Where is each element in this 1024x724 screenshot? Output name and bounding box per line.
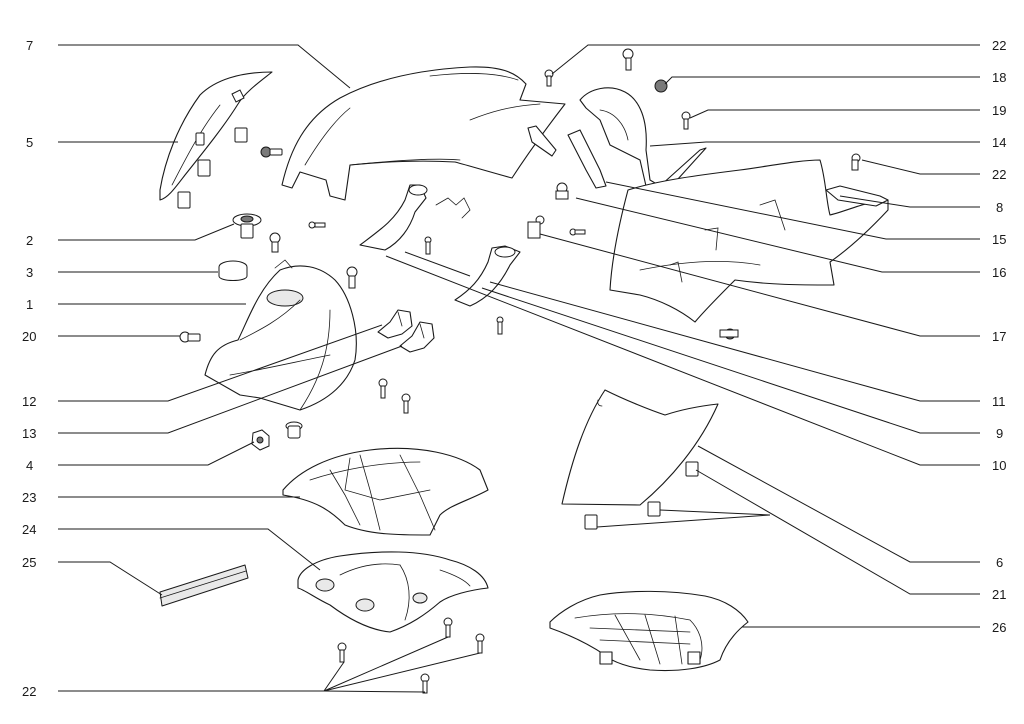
part-13-bracket: [399, 321, 435, 353]
clamp-upper: [359, 184, 428, 251]
callout-19: 19: [992, 103, 1006, 118]
bushing-near-part-4: [285, 421, 303, 439]
callout-9: 9: [996, 426, 1003, 441]
hardware-right-top: [527, 48, 861, 340]
callout-4: 4: [26, 458, 33, 473]
callout-11: 11: [992, 394, 1006, 409]
callout-26: 26: [992, 620, 1006, 635]
part-5-side-trim: [159, 71, 273, 201]
small-screws-cluster: [269, 221, 504, 335]
part-14-bracket: [567, 87, 707, 191]
part-25-seal-strip: [159, 564, 249, 607]
callout-6: 6: [996, 555, 1003, 570]
callouts-right: 22 18 19 14 22 8 15 16 17 11 9 10 6 21 2…: [992, 38, 1006, 635]
callout-17: 17: [992, 329, 1006, 344]
part-12-bracket: [377, 309, 413, 339]
callout-12: 12: [22, 394, 36, 409]
callout-21: 21: [992, 587, 1006, 602]
callout-24: 24: [22, 522, 36, 537]
clips-group-part-6: [584, 461, 699, 530]
part-20-bolt: [179, 331, 201, 343]
callouts-left: 7 5 2 3 1 20 12 13 4 23 24 25 22: [22, 38, 36, 699]
part-3-ring: [218, 260, 248, 281]
spring-part: [435, 197, 471, 219]
bolts-below-brackets: [378, 378, 411, 414]
callout-3: 3: [26, 265, 33, 280]
part-24-lower-cover: [297, 551, 489, 633]
callout-20: 20: [22, 329, 36, 344]
callout-8: 8: [996, 200, 1003, 215]
callout-22-mid: 22: [992, 167, 1006, 182]
callout-10: 10: [992, 458, 1006, 473]
callout-13: 13: [22, 426, 36, 441]
part-8-flat-panel: [609, 159, 889, 323]
part-22-bolts-bottom: [337, 617, 485, 694]
callout-22-top: 22: [992, 38, 1006, 53]
clips-group-part-5: [177, 127, 248, 209]
callout-16: 16: [992, 265, 1006, 280]
part-23-cover-panel: [282, 447, 489, 536]
callout-5: 5: [26, 135, 33, 150]
callout-22-bottom: 22: [22, 684, 36, 699]
part-6-windshield: [561, 389, 719, 506]
part-4-nut: [251, 429, 270, 451]
callout-2: 2: [26, 233, 33, 248]
callout-15: 15: [992, 232, 1006, 247]
part-1-center-housing: [204, 259, 357, 411]
callout-7: 7: [26, 38, 33, 53]
part-26-tray: [549, 590, 749, 672]
callout-14: 14: [992, 135, 1006, 150]
callout-25: 25: [22, 555, 36, 570]
part-2-bushing: [232, 213, 262, 239]
rod-part: [404, 251, 471, 277]
clamp-lower: [454, 245, 521, 307]
callout-1: 1: [26, 297, 33, 312]
leader-lines: [58, 44, 980, 693]
callout-23: 23: [22, 490, 36, 505]
callout-18: 18: [992, 70, 1006, 85]
part-7-upper-fairing: [281, 66, 566, 201]
screw-near-part-5: [260, 146, 283, 158]
